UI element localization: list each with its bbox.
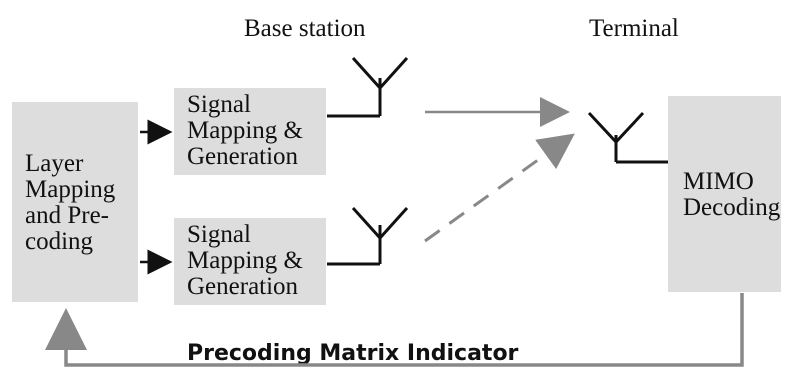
bottom-base-station-antenna-icon — [327, 206, 409, 266]
signal-mapping-generation-bottom-text: Signal Mapping & Generation — [187, 221, 303, 300]
terminal-label: Terminal — [589, 15, 679, 42]
layer-mapping-precoding-text: Layer Mapping and Pre- coding — [25, 150, 116, 255]
mimo-decoding-block — [668, 96, 781, 292]
terminal-antenna-icon — [587, 111, 668, 164]
signal-mapping-generation-top-block — [174, 88, 326, 175]
signal-mapping-generation-bottom-block — [174, 218, 326, 305]
layer-mapping-precoding-block — [12, 102, 138, 302]
signal-mapping-generation-top-text: Signal Mapping & Generation — [187, 91, 303, 170]
base-station-label: Base station — [244, 15, 366, 42]
precoding-feedback-arrow — [45, 293, 744, 367]
top-base-station-antenna-icon — [327, 56, 409, 118]
precoding-matrix-indicator-label: Precoding Matrix Indicator — [187, 341, 519, 366]
dashed-radio-link-arrow — [424, 133, 575, 243]
mimo-decoding-text: MIMO Decoding — [683, 168, 781, 221]
